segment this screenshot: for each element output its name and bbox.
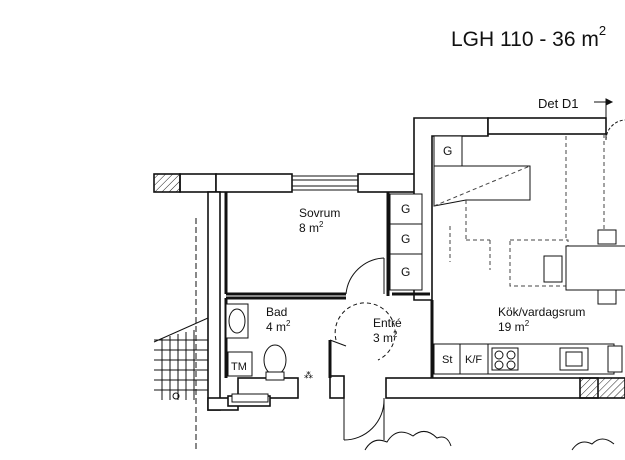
bathroom-fixtures bbox=[225, 303, 287, 403]
wardrobe-label: G bbox=[401, 232, 410, 246]
plan-title-text: LGH 110 - 36 m bbox=[451, 28, 599, 51]
wardrobe-label: G bbox=[401, 202, 410, 216]
kok-area: 19 m2 bbox=[498, 319, 530, 334]
door-label: Det D1 bbox=[538, 96, 578, 111]
drain-icon: ⁂ bbox=[304, 370, 313, 380]
entre-area-sup: 2 bbox=[393, 330, 398, 339]
entre-area-value: 3 m bbox=[373, 331, 393, 345]
wardrobe-label: G bbox=[443, 144, 452, 158]
plan-title-sup: 2 bbox=[598, 23, 607, 38]
bad-area-value: 4 m bbox=[266, 320, 286, 334]
door-d1 bbox=[594, 98, 625, 141]
entry-door bbox=[329, 302, 396, 441]
kok-area-value: 19 m bbox=[498, 320, 525, 334]
exterior-stairs bbox=[153, 218, 209, 450]
bad-name: Bad bbox=[266, 305, 287, 319]
bad-area: 4 m2 bbox=[266, 319, 291, 334]
wardrobe-label: G bbox=[401, 265, 410, 279]
bad-area-sup: 2 bbox=[286, 319, 291, 328]
kok-area-sup: 2 bbox=[525, 319, 530, 328]
fridge-label: K/F bbox=[465, 354, 482, 366]
room-labels: Sovrum 8 m2 Bad 4 m2 Entré 3 m2 Kök/vard… bbox=[266, 206, 585, 345]
kitchen-counter bbox=[433, 343, 623, 375]
plan-title: LGH 110 - 36 m2 bbox=[451, 23, 607, 52]
wardrobe-labels: G G G G bbox=[401, 144, 452, 279]
sovrum-area-sup: 2 bbox=[319, 220, 324, 229]
stove-label: St bbox=[442, 354, 452, 366]
kok-name: Kök/vardagsrum bbox=[498, 305, 585, 319]
entre-name: Entré bbox=[373, 316, 402, 330]
sovrum-door bbox=[345, 257, 385, 295]
entre-area: 3 m2 bbox=[373, 330, 398, 345]
sovrum-area-value: 8 m bbox=[299, 221, 319, 235]
windows bbox=[153, 174, 358, 192]
dining-table bbox=[543, 229, 625, 305]
tm-label: TM bbox=[231, 361, 247, 373]
wardrobes bbox=[389, 135, 463, 291]
sovrum-area: 8 m2 bbox=[299, 220, 324, 235]
landscaping bbox=[364, 431, 615, 451]
sovrum-name: Sovrum bbox=[299, 206, 340, 220]
